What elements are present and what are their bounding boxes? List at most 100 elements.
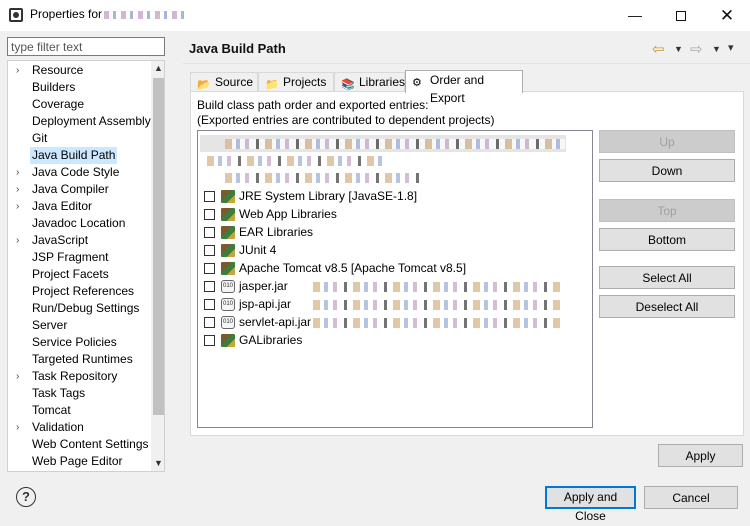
- tree-item[interactable]: ›Java Code Style: [8, 164, 151, 181]
- entry-label: JUnit 4: [239, 243, 277, 257]
- tree-item[interactable]: Project References: [8, 283, 151, 300]
- redacted-path: [313, 282, 563, 292]
- tree-item[interactable]: JSP Fragment: [8, 249, 151, 266]
- list-item[interactable]: JRE System Library [JavaSE-1.8]: [203, 188, 583, 205]
- list-item[interactable]: Apache Tomcat v8.5 [Apache Tomcat v8.5]: [203, 260, 583, 277]
- list-item[interactable]: GALibraries: [203, 332, 583, 349]
- export-checkbox[interactable]: [204, 281, 215, 292]
- tree-item[interactable]: Run/Debug Settings: [8, 300, 151, 317]
- export-checkbox[interactable]: [204, 209, 215, 220]
- export-checkbox[interactable]: [204, 299, 215, 310]
- tree-item[interactable]: Git: [8, 130, 151, 147]
- chevron-right-icon[interactable]: ›: [16, 65, 20, 76]
- export-checkbox[interactable]: [204, 317, 215, 328]
- help-icon[interactable]: ?: [16, 487, 36, 507]
- tree-item[interactable]: Web Content Settings: [8, 436, 151, 453]
- list-item[interactable]: EAR Libraries: [203, 224, 583, 241]
- forward-icon[interactable]: ⇨: [690, 41, 703, 58]
- apply-button[interactable]: Apply: [658, 444, 743, 467]
- tree-item[interactable]: Javadoc Location: [8, 215, 151, 232]
- jar-icon: 010: [221, 316, 235, 329]
- deselect-all-button[interactable]: Deselect All: [599, 295, 735, 318]
- tree-item-label: Deployment Assembly: [32, 114, 151, 128]
- tree-item-label: Project References: [32, 284, 135, 298]
- export-checkbox[interactable]: [204, 245, 215, 256]
- bottom-button[interactable]: Bottom: [599, 228, 735, 251]
- chevron-right-icon[interactable]: ›: [16, 201, 20, 212]
- tree-item[interactable]: Service Policies: [8, 334, 151, 351]
- tree-item-label: Web Content Settings: [32, 437, 149, 451]
- tree-item-label: Java Build Path: [30, 147, 118, 164]
- library-icon: [221, 244, 235, 257]
- library-icon: [221, 226, 235, 239]
- tree-item[interactable]: Targeted Runtimes: [8, 351, 151, 368]
- tree-item[interactable]: Project Facets: [8, 266, 151, 283]
- forward-dropdown-icon[interactable]: ▼: [712, 44, 721, 54]
- scroll-down-icon[interactable]: ▼: [154, 458, 163, 468]
- back-dropdown-icon[interactable]: ▼: [674, 44, 683, 54]
- tab-source[interactable]: 📂 Source: [190, 72, 258, 92]
- tree-item[interactable]: Deployment Assembly: [8, 113, 151, 130]
- redacted-project-name: [104, 11, 184, 19]
- tree-item[interactable]: Java Build Path: [8, 147, 151, 164]
- library-icon: [221, 190, 235, 203]
- minimize-button[interactable]: —: [628, 7, 642, 23]
- tree-item[interactable]: Web Page Editor: [8, 453, 151, 470]
- list-item[interactable]: Web App Libraries: [203, 206, 583, 223]
- top-button[interactable]: Top: [599, 199, 735, 222]
- tree-item[interactable]: Coverage: [8, 96, 151, 113]
- maximize-icon: [676, 11, 686, 22]
- entry-label: EAR Libraries: [239, 225, 314, 239]
- entry-label: JRE System Library [JavaSE-1.8]: [239, 189, 418, 203]
- tree-item-label: Validation: [32, 420, 84, 434]
- tree-item[interactable]: Server: [8, 317, 151, 334]
- export-checkbox[interactable]: [204, 263, 215, 274]
- export-checkbox[interactable]: [204, 227, 215, 238]
- entry-label: GALibraries: [239, 333, 303, 347]
- view-menu-icon[interactable]: ▾: [728, 42, 734, 54]
- tree-item[interactable]: Tomcat: [8, 402, 151, 419]
- tree-item[interactable]: Builders: [8, 79, 151, 96]
- tab-libraries[interactable]: 📚 Libraries: [334, 72, 405, 92]
- tree-item[interactable]: Task Tags: [8, 385, 151, 402]
- up-button[interactable]: Up: [599, 130, 735, 153]
- down-button[interactable]: Down: [599, 159, 735, 182]
- export-checkbox[interactable]: [204, 335, 215, 346]
- back-icon[interactable]: ⇦: [652, 41, 665, 58]
- cancel-button[interactable]: Cancel: [644, 486, 738, 509]
- export-checkbox[interactable]: [204, 191, 215, 202]
- tree-item[interactable]: › Java Editor: [8, 198, 151, 215]
- tab-projects[interactable]: 📁 Projects: [258, 72, 334, 92]
- tab-order-and-export[interactable]: ⚙ Order and Export: [405, 70, 523, 105]
- redacted-path: [313, 300, 563, 310]
- tree-item[interactable]: › Validation: [8, 419, 151, 436]
- page-title: Java Build Path: [189, 41, 286, 56]
- scrollbar-thumb[interactable]: [153, 78, 164, 415]
- maximize-button[interactable]: [658, 0, 704, 31]
- tree-item-label: Git: [32, 131, 48, 145]
- filter-input[interactable]: [7, 37, 165, 56]
- chevron-right-icon[interactable]: ›: [16, 422, 20, 433]
- scroll-up-icon[interactable]: ▲: [154, 63, 163, 73]
- list-item[interactable]: JUnit 4: [203, 242, 583, 259]
- classpath-entry-list[interactable]: JRE System Library [JavaSE-1.8] Web App L…: [197, 130, 593, 428]
- tree-item-label: Java Editor: [32, 199, 93, 213]
- close-button[interactable]: ✕: [719, 6, 735, 25]
- chevron-right-icon[interactable]: ›: [16, 167, 20, 178]
- select-all-button[interactable]: Select All: [599, 266, 735, 289]
- tree-item[interactable]: ›Task Repository: [8, 368, 151, 385]
- apply-and-close-button[interactable]: Apply and Close: [545, 486, 636, 523]
- chevron-right-icon[interactable]: ›: [16, 235, 20, 246]
- description-line: Build class path order and exported entr…: [197, 98, 429, 112]
- tree-item-label: Coverage: [32, 97, 85, 111]
- chevron-right-icon[interactable]: ›: [16, 371, 20, 382]
- tree-item[interactable]: ›Java Compiler: [8, 181, 151, 198]
- tree-item-label: Run/Debug Settings: [32, 301, 140, 315]
- tree-item[interactable]: ›Resource: [8, 62, 151, 79]
- chevron-right-icon[interactable]: ›: [16, 184, 20, 195]
- tree-scrollbar[interactable]: ▲ ▼: [151, 61, 164, 471]
- tree-item[interactable]: ›JavaScript: [8, 232, 151, 249]
